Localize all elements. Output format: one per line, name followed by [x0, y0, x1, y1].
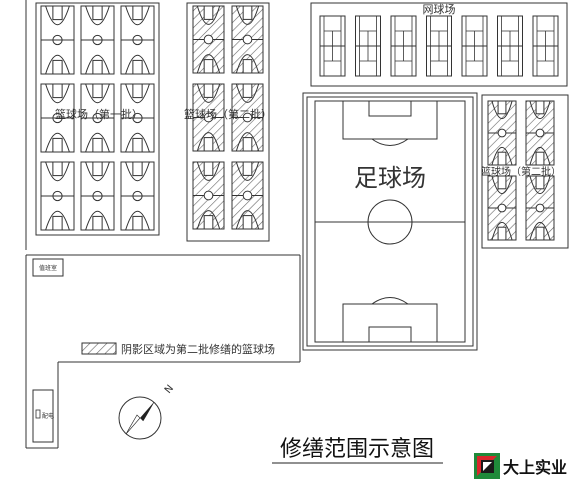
- tennis-court: [319, 15, 346, 77]
- tennis-court: [497, 15, 523, 77]
- basketball-court: [231, 5, 264, 74]
- basketball-batch2-label: 篮球场（第二批）: [184, 107, 272, 121]
- football-field: [302, 92, 478, 351]
- north-label: N: [163, 383, 176, 396]
- basketball-court: [192, 161, 225, 230]
- basketball-courts-batch1: [35, 2, 160, 236]
- small-building-label: 配电: [42, 412, 54, 420]
- company-name: 大上实业: [503, 458, 567, 477]
- basketball-batch2-right-label: 篮球场（第二批）: [481, 165, 561, 178]
- company-logo-icon: [474, 453, 500, 479]
- basketball-court: [40, 161, 75, 231]
- basketball-court: [120, 5, 155, 75]
- small-building: [32, 389, 54, 443]
- basketball-court: [231, 83, 264, 152]
- basketball-court: [40, 83, 75, 153]
- tennis-label: 网球场: [423, 2, 456, 16]
- basketball-court: [80, 161, 115, 231]
- site-boundary: [25, 0, 301, 449]
- tennis-court: [461, 15, 488, 77]
- north-arrow-icon: [118, 396, 162, 440]
- legend-swatch: [81, 342, 117, 355]
- basketball-court: [487, 100, 517, 166]
- basketball-court: [120, 161, 155, 231]
- basketball-court: [525, 100, 555, 166]
- basketball-courts-batch2: [186, 2, 270, 242]
- basketball-courts-batch2-right: [481, 94, 569, 249]
- basketball-court: [231, 161, 264, 230]
- basketball-court: [40, 5, 75, 75]
- guard-room-label: 值班室: [39, 264, 57, 272]
- basketball-batch1-label: 篮球场（第一批）: [55, 107, 143, 121]
- tennis-court: [532, 15, 559, 77]
- basketball-court: [525, 175, 555, 241]
- basketball-court: [192, 5, 225, 74]
- tennis-courts: [310, 2, 568, 87]
- basketball-court: [192, 83, 225, 152]
- tennis-court: [390, 15, 417, 77]
- guard-room: [32, 258, 64, 277]
- basketball-court: [80, 83, 115, 153]
- basketball-court: [120, 83, 155, 153]
- legend-text: 阴影区域为第二批修缮的篮球场: [121, 342, 275, 356]
- football-label: 足球场: [354, 164, 426, 192]
- tennis-court: [355, 15, 381, 77]
- tennis-court: [426, 15, 452, 77]
- basketball-court: [80, 5, 115, 75]
- diagram-title: 修缮范围示意图: [280, 437, 434, 462]
- small-building-door: [35, 409, 41, 419]
- basketball-court: [487, 175, 517, 241]
